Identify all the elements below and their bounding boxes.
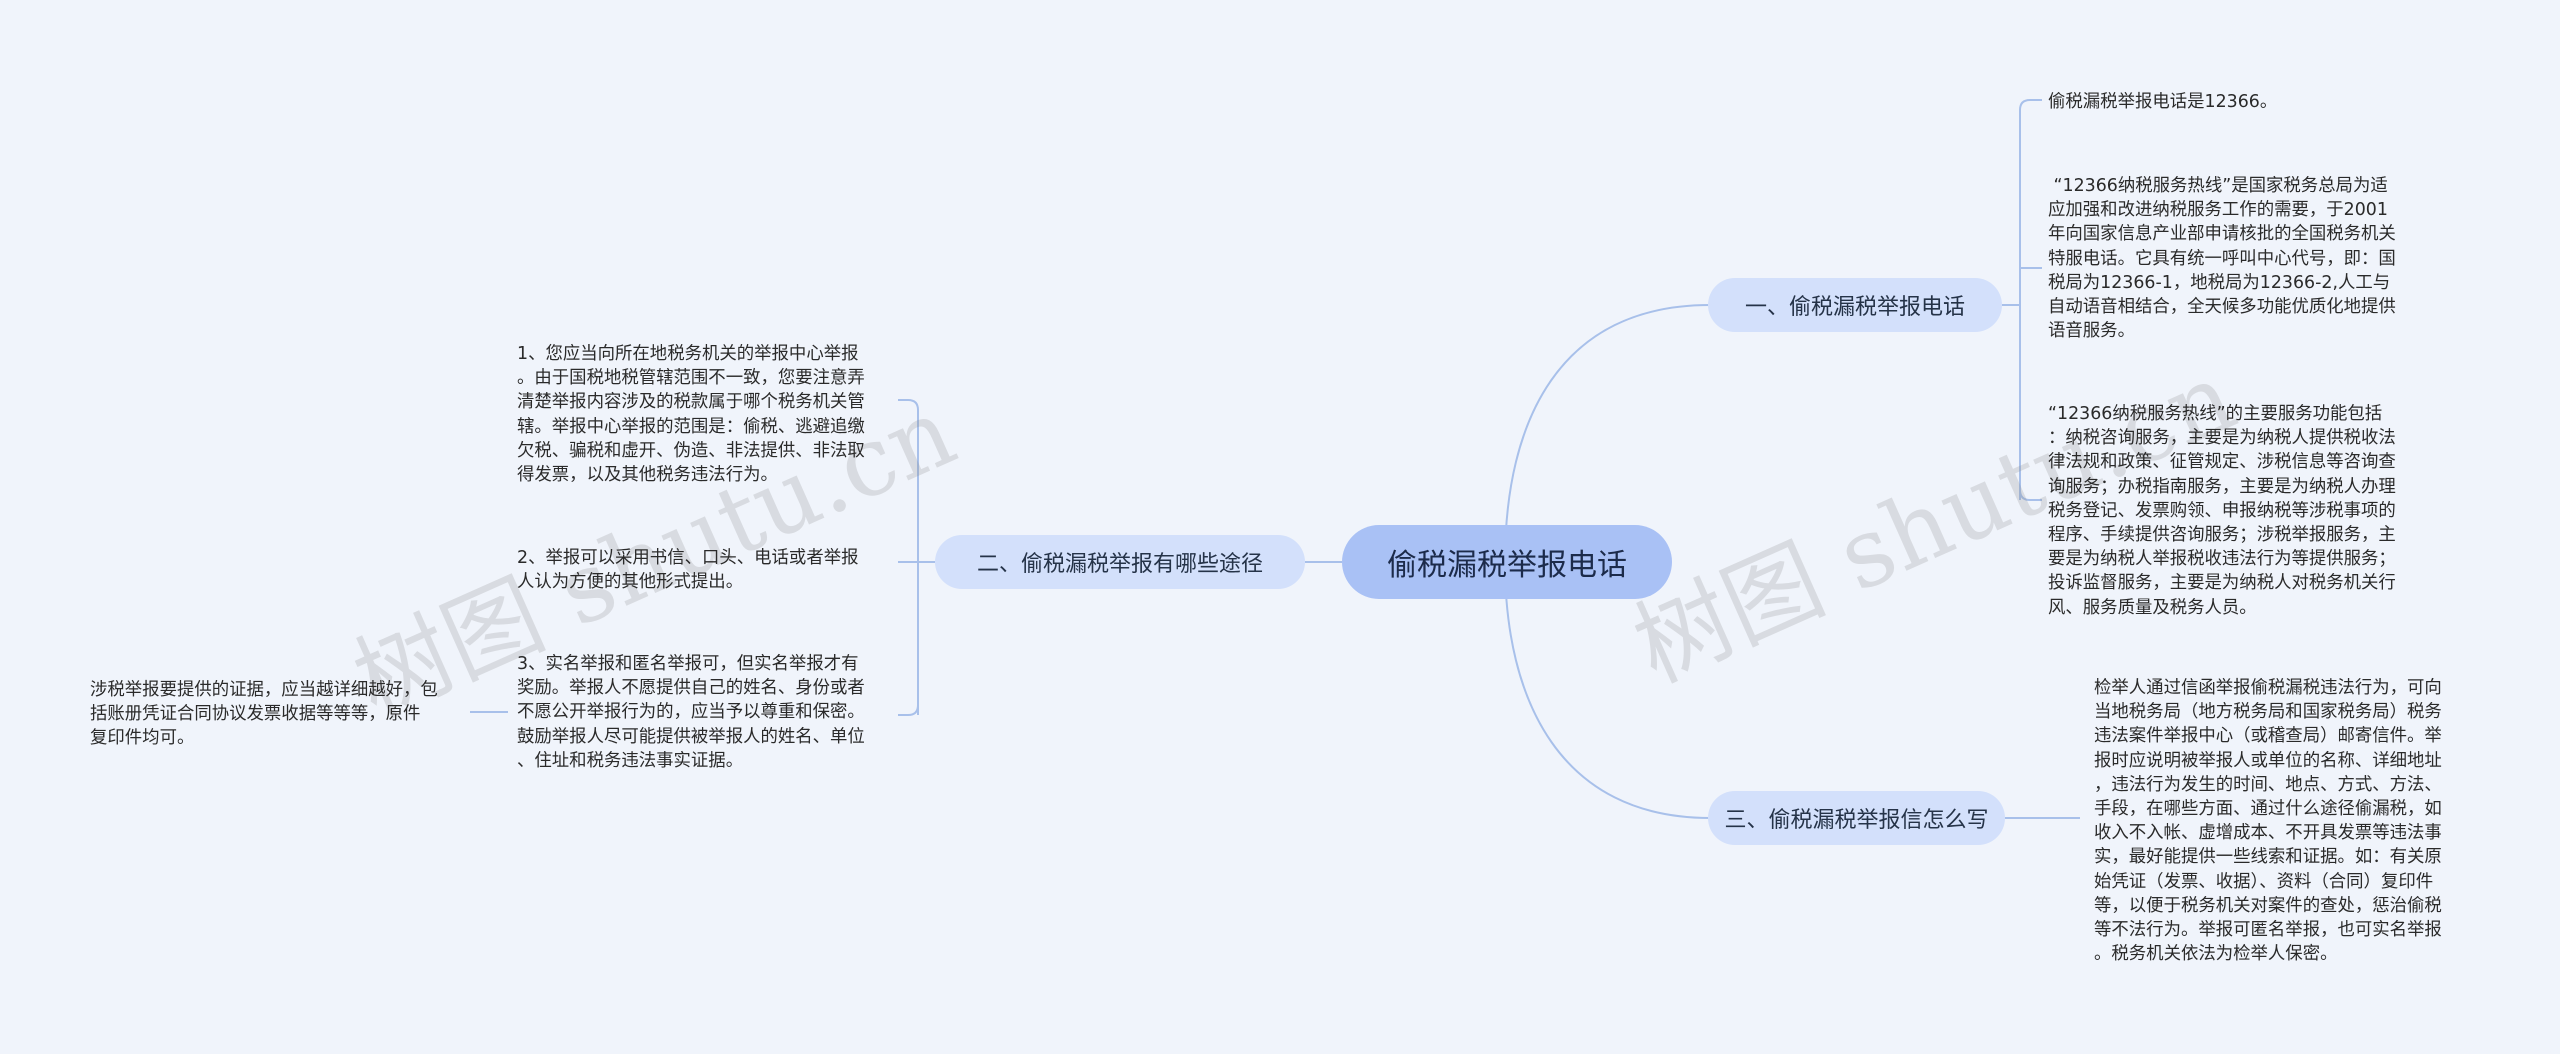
link-b1-leaves [2002,99,2042,501]
link-root-b1 [1504,304,1711,563]
leaf-channel-2: 2、举报可以采用书信、口头、电话或者举报 人认为方便的其他形式提出。 [517,548,859,593]
root-node[interactable]: 偷税漏税举报电话 [1342,525,1672,599]
leaf-phone-number: 偷税漏税举报电话是12366。 [2048,92,2278,112]
leaf-channel-1: 1、您应当向所在地税务机关的举报中心举报 。由于国税地税管辖范围不一致，您要注意… [517,344,865,486]
link-b2-leaves [898,399,935,716]
leaf-hotline-functions: “12366纳税服务热线”的主要服务功能包括 ：纳税咨询服务，主要是为纳税人提供… [2048,404,2396,618]
branch-node-phone[interactable]: 一、偷税漏税举报电话 [1708,278,2002,332]
branch-node-letter[interactable]: 三、偷税漏税举报信怎么写 [1708,791,2005,845]
leaf-letter-content: 检举人通过信函举报偷税漏税违法行为，可向 当地税务局（地方税务局和国家税务局）税… [2094,678,2442,965]
leaf-hotline-intro: “12366纳税服务热线”是国家税务总局为适 应加强和改进纳税服务工作的需要，于… [2048,176,2396,342]
leaf-evidence: 涉税举报要提供的证据，应当越详细越好，包 括账册凭证合同协议发票收据等等等，原件… [90,680,438,749]
leaf-channel-3: 3、实名举报和匿名举报可，但实名举报才有 奖励。举报人不愿提供自己的姓名、身份或… [517,654,865,771]
link-root-b3 [1504,561,1711,819]
branch-node-channels[interactable]: 二、偷税漏税举报有哪些途径 [935,535,1305,589]
